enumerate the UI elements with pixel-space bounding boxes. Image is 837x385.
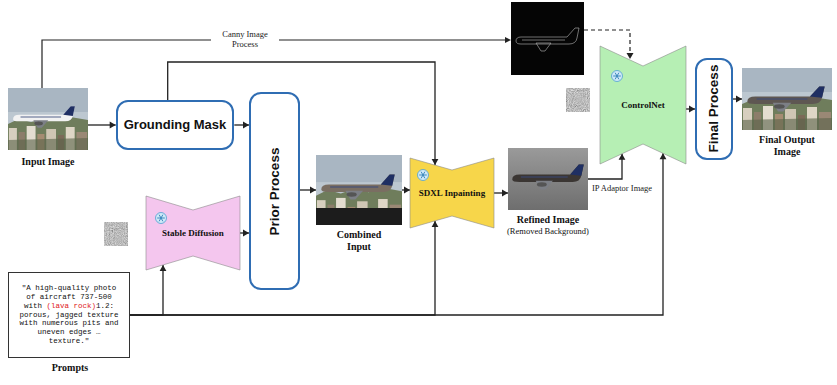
model-block: SDXL Inpainting <box>410 158 494 228</box>
prompt-box: Prompts"A high-quality photo of aircraft… <box>8 272 130 358</box>
frozen-icon-spoke <box>421 172 425 179</box>
image-caption: Final Output Image <box>751 134 823 157</box>
frozen-icon-spoke <box>615 73 619 80</box>
frozen-icon <box>612 71 623 82</box>
caption-group: Refined Image(Removed Background) <box>498 214 598 236</box>
hourglass-shape <box>146 196 240 270</box>
image-caption: (Removed Background) <box>498 226 598 236</box>
frozen-icon-circle <box>418 170 429 181</box>
arrow-head <box>404 187 410 194</box>
frozen-icon-spoke <box>421 172 425 179</box>
process-box: Prior Process <box>249 92 300 290</box>
process-box: Final Process <box>695 58 733 160</box>
model-block: ControlNet <box>600 46 686 164</box>
connector-line <box>130 265 163 315</box>
connector <box>130 153 666 315</box>
frozen-icon-circle <box>156 213 167 224</box>
arrow-head <box>736 96 742 103</box>
connector <box>234 122 249 129</box>
node-label: Stable Diffusion <box>162 228 224 238</box>
hourglass-shape <box>410 158 494 228</box>
connector <box>733 96 742 103</box>
arrow-head <box>110 122 116 129</box>
prompt-heading: Prompts <box>9 362 131 374</box>
image-panel: Refined Image(Removed Background) <box>508 148 588 210</box>
hourglass-shape <box>600 46 686 164</box>
node-label: SDXL Inpainting <box>419 188 485 198</box>
connector <box>686 106 695 113</box>
prompt-text: "A high-quality photo of aircraft 737-50… <box>17 284 121 346</box>
node-label: ControlNet <box>621 100 664 110</box>
image-panel: Input Image <box>8 88 88 150</box>
connector <box>130 265 166 315</box>
frozen-icon-spoke <box>159 215 163 222</box>
image-caption: Combined Input <box>329 229 389 252</box>
caption-group: Input Image <box>8 156 88 168</box>
frozen-icon <box>156 213 167 224</box>
caption-group: Final Output Image <box>751 134 823 157</box>
process-box: Grounding Mask <box>116 100 235 150</box>
frozen-icon-spoke <box>159 215 163 222</box>
model-block: Stable Diffusion <box>146 196 240 270</box>
connector <box>494 190 508 197</box>
image-caption: Input Image <box>8 156 88 168</box>
connector <box>300 187 316 194</box>
node-label: Prior Process <box>267 147 282 235</box>
caption-group: Prompts <box>9 362 131 374</box>
image-panel: Final Output Image <box>742 68 832 130</box>
image-panel: Combined Input <box>316 155 402 225</box>
frozen-icon-spoke <box>615 73 619 80</box>
connector-line <box>130 153 663 315</box>
connector <box>240 230 249 237</box>
prompt-text: (lava rock) <box>46 302 96 310</box>
node-label: Grounding Mask <box>124 117 227 133</box>
node-label: Final Process <box>707 65 722 153</box>
arrow-head <box>310 187 316 194</box>
frozen-icon <box>418 170 429 181</box>
caption-group: Combined Input <box>329 229 389 252</box>
wire-label: Canny Image Process <box>211 30 279 50</box>
arrow-head <box>502 190 508 197</box>
edge-label: IP Adaptor Image <box>590 184 654 194</box>
frozen-icon-circle <box>612 71 623 82</box>
connector <box>402 187 410 194</box>
image-caption: Refined Image <box>498 214 598 226</box>
connector <box>88 122 116 129</box>
